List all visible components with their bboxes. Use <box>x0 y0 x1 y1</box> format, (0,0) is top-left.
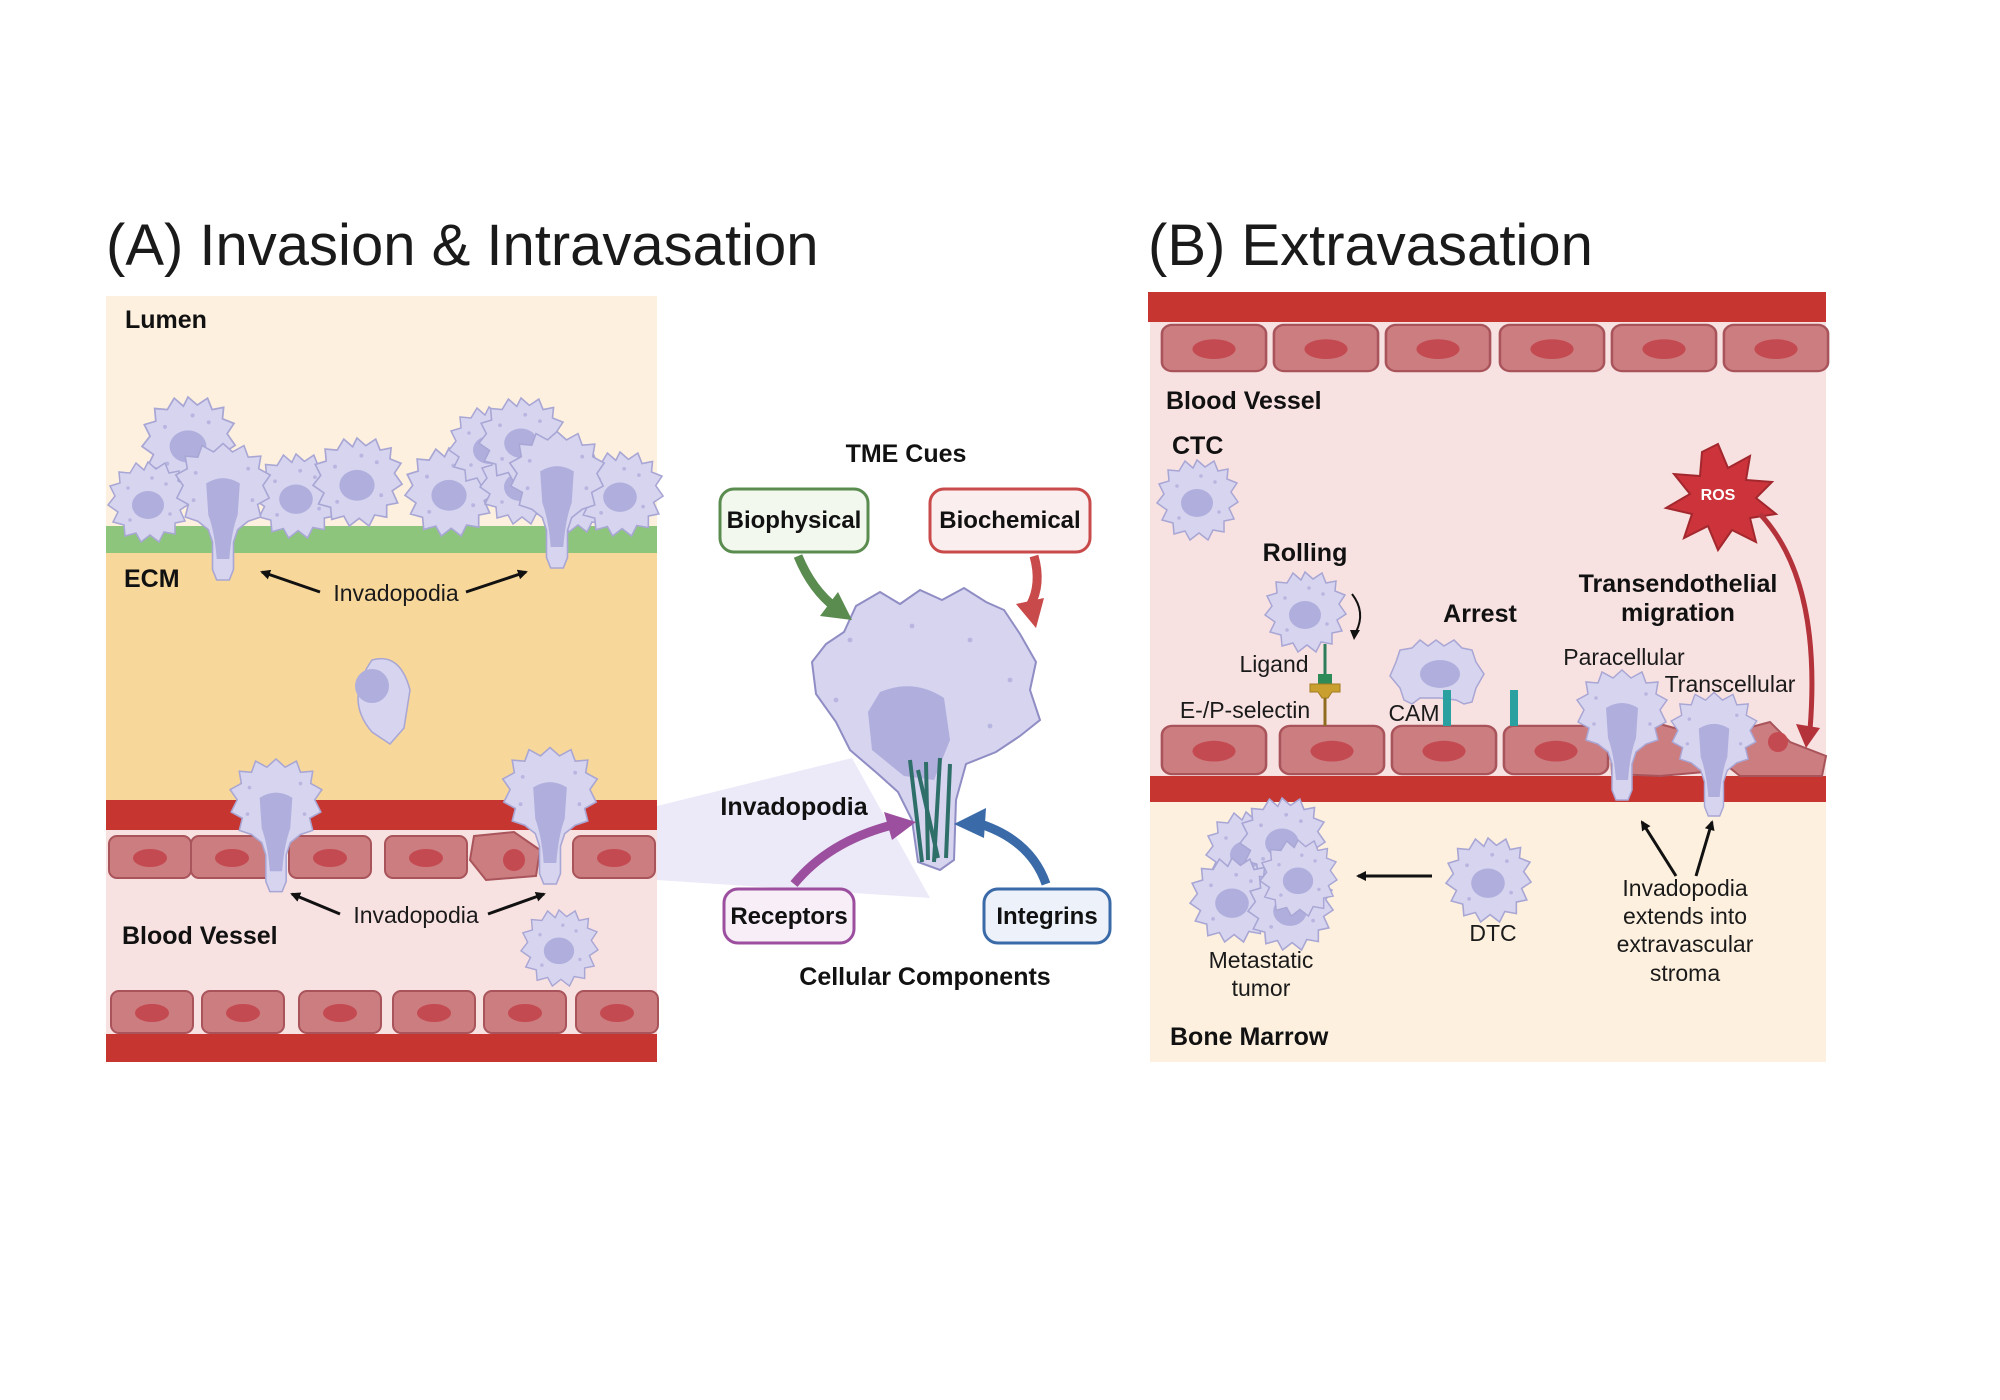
blood-vessel-label-a: Blood Vessel <box>122 922 278 950</box>
receptors-label: Receptors <box>730 903 847 930</box>
biochemical-box <box>928 487 1092 554</box>
integrins-label: Integrins <box>996 903 1097 930</box>
dtc-label: DTC <box>1469 920 1516 946</box>
receptors-arrow <box>790 819 898 887</box>
endothelial-cell <box>384 835 468 879</box>
endothelial-cell <box>1278 724 1386 776</box>
endothelial-cell <box>288 835 372 879</box>
endothelial-cell <box>1722 323 1830 373</box>
panel-b-title: (B) Extravasation <box>1148 213 1593 278</box>
ligand-label: Ligand <box>1239 651 1308 677</box>
vessel-wall-top-b <box>1148 292 1826 322</box>
ligand-head <box>1318 674 1332 686</box>
endothelial-cell <box>1390 724 1498 776</box>
invadopodia-label-center: Invadopodia <box>720 793 868 821</box>
biophysical-arrow <box>793 554 839 612</box>
arrow-to-invadopodia <box>465 569 528 594</box>
endothelial-cell <box>1384 323 1492 373</box>
tme-cues-label: TME Cues <box>846 440 967 468</box>
endothelial-cell <box>1272 323 1380 373</box>
cam-molecule <box>1510 690 1518 726</box>
metastatic-label-1: Metastatic <box>1209 947 1314 973</box>
panel-b-diagram: ROS Blood Vessel CTC Rolling Ligan <box>1148 292 1830 1062</box>
biophysical-label: Biophysical <box>727 507 862 534</box>
center-diagram: TME Cues Biophysical Biochemical Invadop… <box>718 440 1112 991</box>
endothelial-cell <box>575 990 659 1034</box>
endothelial-cell <box>483 990 567 1034</box>
selectin <box>1309 683 1341 699</box>
endothelial-cell <box>201 990 285 1034</box>
transendothelial-label-1: Transendothelial <box>1579 570 1778 598</box>
endothelial-cell <box>110 990 194 1034</box>
ecm-cell-nucleus <box>355 669 389 703</box>
cam-label: CAM <box>1388 700 1439 726</box>
arrow-to-invadopodia <box>487 891 546 916</box>
ros-label: ROS <box>1701 487 1736 504</box>
vessel-wall-bottom <box>106 1034 657 1062</box>
biochemical-label: Biochemical <box>939 507 1080 534</box>
selectin-label: E-/P-selectin <box>1180 697 1310 723</box>
invadopodia-extends-label-4: stroma <box>1650 960 1721 986</box>
ros-burst <box>1663 442 1779 553</box>
ros-arrow <box>1758 512 1815 731</box>
invadopodia-extends-label-2: extends into <box>1623 903 1747 929</box>
receptors-box <box>722 887 856 945</box>
invadopodia-extends-label-1: Invadopodia <box>1622 875 1748 901</box>
arrested-cell-nucleus <box>1420 660 1460 688</box>
invadopodia-arrow <box>1694 820 1715 877</box>
actin-filaments <box>908 757 952 863</box>
bone-marrow-label: Bone Marrow <box>1170 1023 1329 1051</box>
endothelial-cell <box>1498 323 1606 373</box>
arrest-label: Arrest <box>1443 600 1517 628</box>
invadopodia-label-bottom: Invadopodia <box>353 902 479 928</box>
endothelial-cell <box>1160 724 1268 776</box>
zoom-wedge <box>657 758 930 898</box>
rolling-arrow <box>1351 593 1362 633</box>
cam-molecule <box>1443 690 1451 726</box>
endothelial-cell <box>108 835 192 879</box>
ctc-label: CTC <box>1172 432 1223 460</box>
rolling-label: Rolling <box>1263 539 1348 567</box>
biochemical-arrow <box>1025 554 1042 609</box>
zoomed-nucleus <box>868 686 950 780</box>
invadopodia-label-top: Invadopodia <box>333 580 459 606</box>
endothelial-nucleus <box>503 849 525 871</box>
integrins-box <box>982 887 1112 945</box>
lumen-label: Lumen <box>125 306 207 334</box>
cellular-components-label: Cellular Components <box>799 963 1050 991</box>
arrow-to-invadopodia <box>290 892 341 916</box>
blood-vessel-label-b: Blood Vessel <box>1166 387 1322 415</box>
arrow-to-invadopodia <box>260 569 321 594</box>
ecm-green-layer <box>106 526 657 553</box>
metastatic-label-2: tumor <box>1232 975 1291 1001</box>
endothelial-cell <box>1160 323 1268 373</box>
ecm-label: ECM <box>124 565 180 593</box>
endothelial-cell <box>1610 323 1718 373</box>
endothelial-nucleus <box>1768 732 1788 752</box>
transcellular-label: Transcellular <box>1665 671 1796 697</box>
endothelial-cell <box>298 990 382 1034</box>
invadopodia-extends-label-3: extravascular <box>1617 931 1754 957</box>
biophysical-box <box>718 487 870 554</box>
endothelial-cell <box>392 990 476 1034</box>
paracellular-label: Paracellular <box>1563 644 1685 670</box>
panel-a-diagram: Lumen ECM Invadopodia Invadopodia Blood … <box>106 296 930 1062</box>
panel-a-title: (A) Invasion & Intravasation <box>106 213 818 278</box>
invadopodia-arrow <box>1640 820 1678 877</box>
endothelial-cell <box>572 835 656 879</box>
integrins-arrow <box>972 817 1051 886</box>
transendothelial-label-2: migration <box>1621 599 1735 627</box>
